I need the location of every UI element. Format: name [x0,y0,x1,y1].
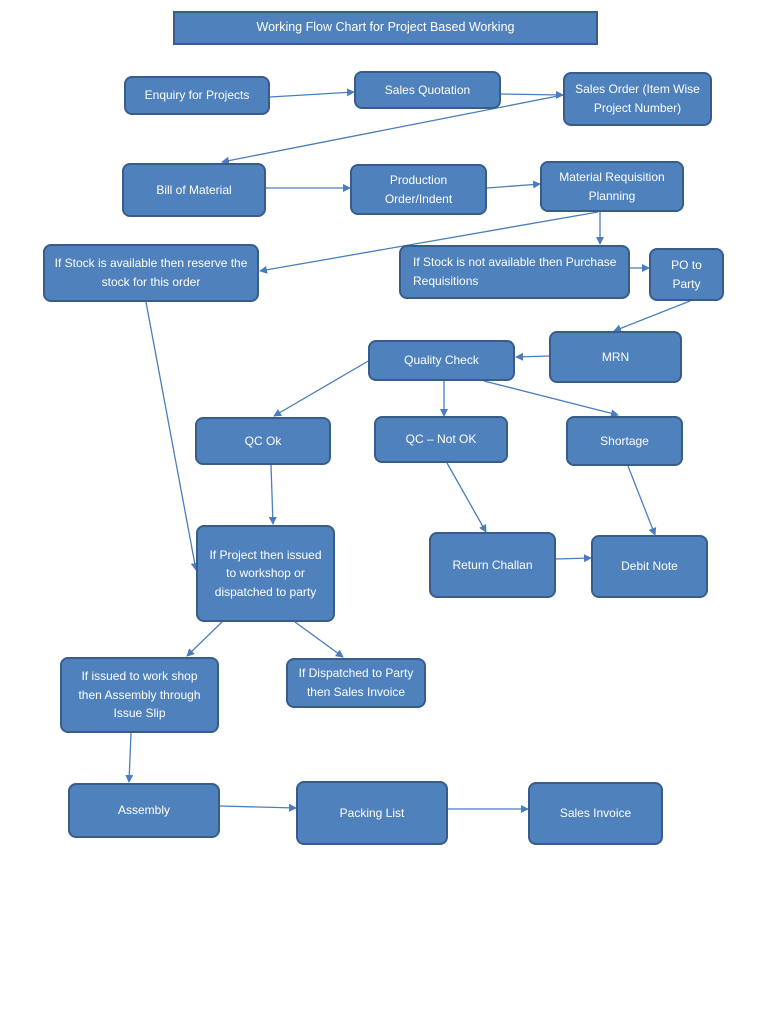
arrow-project-issue-to-workshop-issue [186,621,223,657]
node-sales-quotation: Sales Quotation [354,71,501,109]
node-workshop-issue-slip: If issued to work shop then Assembly thr… [60,657,219,733]
node-sales-invoice: Sales Invoice [528,782,663,845]
node-production-order-indent: Production Order/Indent [350,164,487,215]
arrow-shortage-to-debit-note [627,465,657,536]
arrow-production-to-mrp [486,180,541,189]
arrow-mrn-to-quality-check [515,352,550,361]
node-return-challan: Return Challan [429,532,556,598]
arrow-qc-ok-to-project-issue [268,464,277,525]
page-title: Working Flow Chart for Project Based Wor… [173,11,598,45]
node-debit-note: Debit Note [591,535,708,598]
node-project-issue-or-dispatch: If Project then issued to workshop or di… [196,525,335,622]
arrow-project-issue-to-dispatch-party [294,621,344,658]
node-shortage: Shortage [566,416,683,466]
node-purchase-requisitions: If Stock is not available then Purchase … [399,245,630,299]
arrow-quality-check-to-qc-ok [273,359,371,417]
node-assembly: Assembly [68,783,220,838]
arrow-workshop-issue-to-assembly [125,732,134,783]
node-dispatch-sales-invoice: If Dispatched to Party then Sales Invoic… [286,658,426,708]
arrow-po-party-to-mrn [613,300,691,333]
arrow-qc-not-ok-to-return-challan [446,462,487,533]
node-sales-order: Sales Order (Item Wise Project Number) [563,72,712,126]
node-reserve-stock: If Stock is available then reserve the s… [43,244,259,302]
arrow-return-challan-to-debit-note [555,554,592,563]
node-qc-ok: QC Ok [195,417,331,465]
node-mrn: MRN [549,331,682,383]
arrow-quotation-to-sales-order [500,90,564,99]
node-bill-of-material: Bill of Material [122,163,266,217]
node-packing-list: Packing List [296,781,448,845]
arrow-quality-check-to-shortage [483,380,619,418]
node-po-to-party: PO to Party [649,248,724,301]
arrow-assembly-to-packing-list [219,803,297,812]
arrow-enquiry-to-quotation [269,88,355,98]
arrow-reserve-stock-to-project-issue [145,301,199,571]
node-enquiry-for-projects: Enquiry for Projects [124,76,270,115]
node-qc-not-ok: QC – Not OK [374,416,508,463]
node-material-requisition-planning: Material Requisition Planning [540,161,684,212]
node-quality-check: Quality Check [368,340,515,381]
